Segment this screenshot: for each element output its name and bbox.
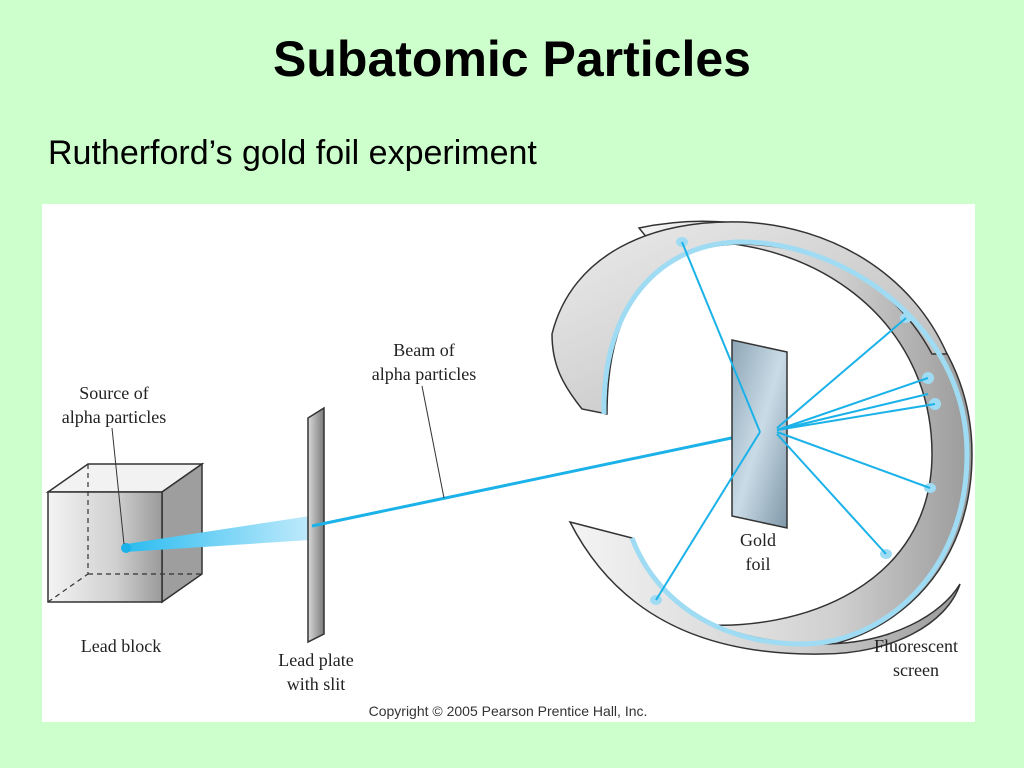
scattered-rays [655,241,936,601]
label-foil-1: Gold [740,530,776,550]
beam-cone [126,516,310,552]
label-foil-2: foil [746,554,771,574]
label-plate-2: with slit [287,674,346,694]
copyright-notice: Copyright © 2005 Pearson Prentice Hall, … [369,703,648,719]
lead-block [45,462,205,604]
slide-title: Subatomic Particles [273,31,751,87]
beam-leader [421,385,445,499]
slide-subtitle: Rutherford’s gold foil experiment [48,134,537,172]
label-lead-block: Lead block [81,636,161,656]
diagram-canvas: Source of alpha particles Beam of alpha … [45,220,973,719]
label-source-1: Source of [79,383,148,403]
label-beam-2: alpha particles [372,364,476,384]
label-plate-1: Lead plate [278,650,353,670]
source-leader [111,427,125,545]
alpha-source [121,543,131,553]
label-screen-2: screen [893,660,939,680]
experiment-diagram: Source of alpha particles Beam of alpha … [42,204,975,722]
label-source-2: alpha particles [62,407,166,427]
alpha-beam [311,430,761,528]
label-screen-1: Fluorescent [874,636,958,656]
label-beam-1: Beam of [393,340,454,360]
